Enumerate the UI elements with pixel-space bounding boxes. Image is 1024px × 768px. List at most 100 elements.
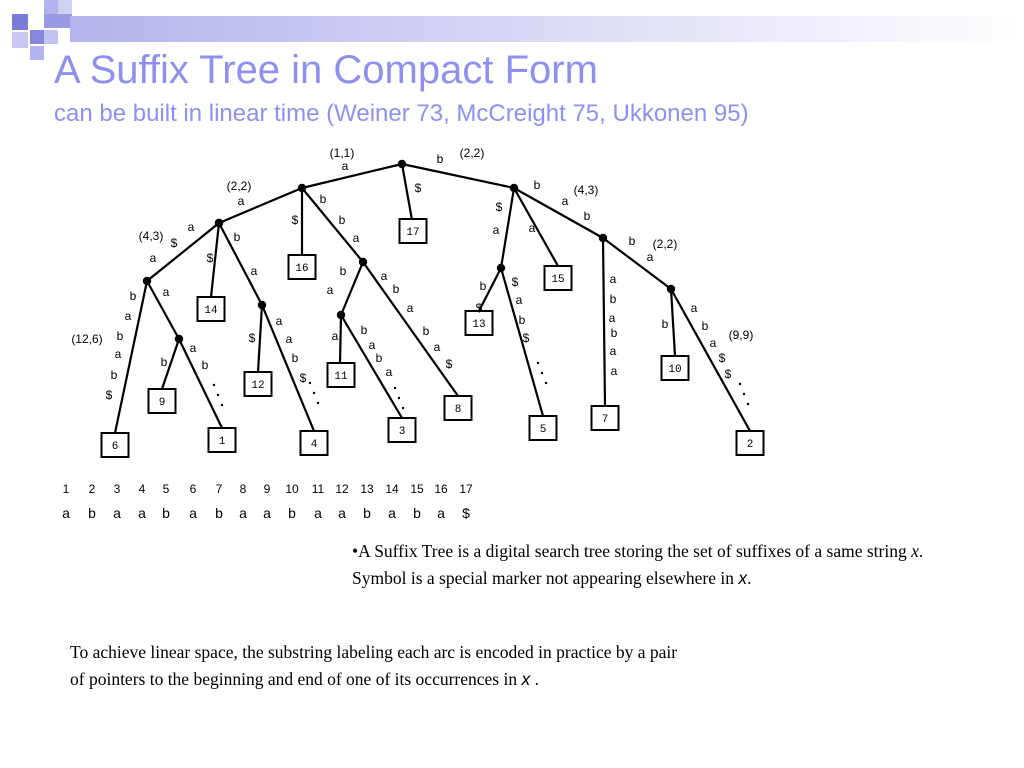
tree-node-n_aab (142, 276, 152, 286)
string-char: b (215, 505, 223, 521)
edge-char-label: $ (496, 200, 503, 214)
edge-char-label: a (407, 301, 414, 315)
edge-char-label: a (342, 159, 349, 173)
corner-square-7 (12, 32, 28, 48)
pair-label: (12,6) (71, 332, 102, 346)
edge-char-label: $ (446, 357, 453, 371)
edge-char-label: b (584, 209, 591, 223)
leaf-label-12: 12 (251, 380, 264, 392)
edge-ab-8 (362, 261, 459, 397)
string-char: a (263, 505, 271, 521)
string-char: a (189, 505, 197, 521)
leaf-box-10 (660, 355, 690, 381)
edge-baba-2 (670, 288, 751, 432)
edge-char-label: b (376, 351, 383, 365)
edge-char-label: b (662, 317, 669, 331)
edge-char-label: $ (300, 371, 307, 385)
edge-char-label: b (340, 264, 347, 278)
edge-char-label: a (434, 340, 441, 354)
edge-char-label: a (647, 250, 654, 264)
leaf-label-8: 8 (455, 404, 462, 416)
edge-aab-aabab (146, 280, 180, 340)
edge-char-label: a (611, 364, 618, 378)
leaf-box-16 (287, 254, 317, 280)
edge-char-label: a (163, 285, 170, 299)
string-index: 10 (285, 482, 299, 496)
edge-char-label: a (276, 314, 283, 328)
edge-bab-baba (602, 237, 672, 290)
pair-label: (4,3) (139, 229, 164, 243)
leaf-box-1 (207, 427, 237, 453)
edge-ab-abab (339, 261, 365, 316)
string-char: a (62, 505, 70, 521)
ellipsis-mark (738, 382, 750, 406)
paragraph-linear-space: To achieve linear space, the substring l… (70, 639, 680, 693)
string-char: a (113, 505, 121, 521)
corner-square-2 (44, 0, 58, 14)
edge-char-label: a (353, 231, 360, 245)
edge-char-label: a (710, 336, 717, 350)
ellipsis-marks (212, 361, 750, 410)
para2-text: To achieve linear space, the substring l… (70, 642, 678, 689)
string-char: b (288, 505, 296, 521)
leaf-label-11: 11 (334, 371, 348, 383)
corner-square-8 (30, 46, 44, 60)
string-char: a (314, 505, 322, 521)
tree-node-n_bab (598, 233, 608, 243)
string-index: 1 (63, 482, 70, 496)
ellipsis-mark (308, 381, 320, 405)
edge-baba-10 (669, 288, 677, 357)
leaf-box-9 (147, 388, 177, 414)
pair-label: (2,2) (460, 146, 485, 160)
corner-square-3 (58, 0, 72, 14)
edge-root-b (401, 162, 515, 190)
slide-title: A Suffix Tree in Compact Form (54, 48, 598, 92)
edge-aa-aab (146, 222, 220, 282)
edge-char-label: $ (725, 367, 732, 381)
edge-char-label: $ (106, 388, 113, 402)
edge-char-label: b (361, 323, 368, 337)
leaf-label-5: 5 (540, 424, 547, 436)
edge-char-label: a (251, 264, 258, 278)
string-index: 4 (139, 482, 146, 496)
leaf-box-7 (590, 405, 620, 431)
edge-char-label: b (519, 313, 526, 327)
leaf-box-6 (100, 432, 130, 458)
leaf-box-17 (398, 218, 428, 244)
tree-node-n_aabab (174, 334, 184, 344)
edge-char-label: b (702, 319, 709, 333)
edge-char-label: b (423, 324, 430, 338)
edge-b-15 (513, 187, 559, 267)
edge-char-label: b (130, 289, 137, 303)
corner-square-1 (12, 14, 28, 30)
edge-char-label: b (610, 292, 617, 306)
edge-char-label: $ (476, 301, 483, 315)
tree-nodes (142, 159, 676, 344)
edge-char-label: $ (249, 331, 256, 345)
edge-char-label: $ (207, 251, 214, 265)
pair-labels: (1,1)(2,2)(2,2)(4,3)(4,3)(12,6)(2,2)(9,9… (71, 146, 753, 346)
edge-char-label: b (611, 326, 618, 340)
leaf-label-3: 3 (399, 426, 406, 438)
edge-char-label: a (369, 338, 376, 352)
edge-char-label: a (493, 223, 500, 237)
edge-aa-14 (209, 222, 221, 298)
title-bar-gradient (70, 16, 1024, 42)
edge-aa-aaba (218, 222, 263, 306)
leaf-box-4 (299, 430, 329, 456)
string-index: 17 (459, 482, 473, 496)
edge-abab-11 (338, 314, 343, 364)
string-char: a (437, 505, 445, 521)
edge-root-17 (400, 163, 414, 221)
leaf-label-14: 14 (204, 305, 218, 317)
edge-char-label: a (188, 220, 195, 234)
leaf-label-7: 7 (602, 414, 609, 426)
leaf-box-3 (387, 417, 417, 443)
edge-char-label: $ (292, 213, 299, 227)
edge-char-label: a (125, 309, 132, 323)
para1-text2: . Symbol is a special marker not appeari… (352, 541, 924, 588)
